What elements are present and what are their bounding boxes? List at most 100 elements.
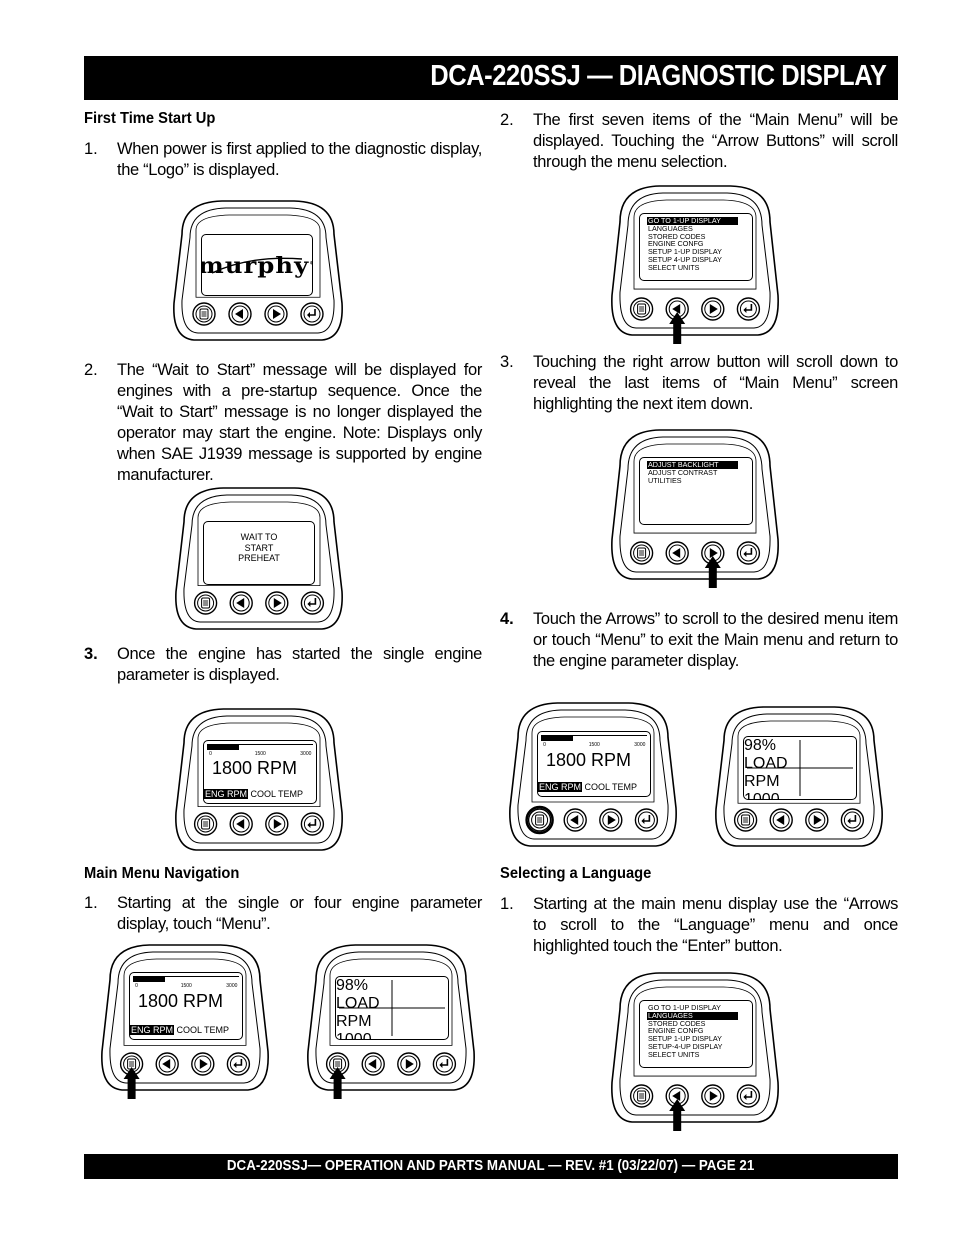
menu-item: UTILITIES [648, 475, 682, 485]
selected-parameter: ENG RPM [130, 1025, 175, 1035]
gauge-tick-label: 0 [209, 751, 212, 757]
menu-item: ENGINE CONFG [648, 239, 704, 249]
step-number: 1. [84, 140, 98, 158]
menu-item: SELECT UNITS [648, 262, 700, 272]
main-menu-step-4: 4. Touch the Arrows” to scroll to the de… [500, 609, 898, 673]
gauge-tick-label: 0 [135, 983, 138, 989]
display-device-wait: WAIT TO START PREHEAT [170, 485, 348, 633]
first-time-step-2: 2. The “Wait to Start” message will be d… [84, 360, 482, 484]
first-time-step-3: 3. Once the engine has started the singl… [84, 644, 482, 688]
step-number: 3. [84, 645, 98, 663]
step-text: When power is first applied to the diagn… [117, 140, 482, 179]
other-parameters: COOL TEMP [248, 789, 304, 799]
wait-message: WAIT TO START PREHEAT [238, 532, 280, 563]
parameter-selector: ENG RPM COOL TEMP [204, 789, 303, 799]
menu-item: STORED CODES [648, 231, 706, 241]
rpm-value: 1800 RPM [212, 758, 298, 779]
menu-item: SETUP-4-UP DISPLAY [648, 1041, 723, 1051]
menu-item-highlighted: GO TO 1-UP DISPLAY [647, 217, 738, 225]
rpm-bar-gauge [133, 976, 239, 983]
gauge-tick-label: 1500 [254, 751, 266, 757]
selected-parameter: ENG RPM [204, 789, 249, 799]
rpm-bar-fill [207, 745, 239, 750]
step-text: The first seven items of the “Main Menu”… [533, 111, 898, 171]
quad-value: 1000 RPM [336, 1031, 372, 1040]
section-heading-language: Selecting a Language [500, 865, 652, 882]
display-device-logo: murphy® [168, 198, 348, 344]
quad-value: 1000 RPM [744, 791, 780, 800]
murphy-logo: murphy® [201, 253, 312, 279]
quad-value: 98% [744, 737, 777, 754]
gauge-tick-label: 3000 [226, 983, 238, 989]
selected-parameter: ENG RPM [538, 782, 583, 792]
step-text: Once the engine has started the single e… [117, 645, 482, 684]
rpm-bar-gauge [541, 735, 647, 742]
display-screen: WAIT TO START PREHEAT [203, 521, 315, 585]
language-step-1: 1. Starting at the main menu display use… [500, 894, 898, 958]
menu-item: ADJUST CONTRAST [648, 467, 718, 477]
step-number: 3. [500, 353, 514, 371]
quad-divider-lines [339, 980, 445, 1036]
menu-item: ENGINE CONFG [648, 1026, 704, 1036]
gauge-tick-label: 0 [543, 742, 546, 748]
step-text: Touching the right arrow button will scr… [533, 353, 898, 413]
footer-bar: DCA-220SSJ— OPERATION AND PARTS MANUAL —… [84, 1154, 898, 1179]
step-text: Touch the Arrows” to scroll to the desir… [533, 610, 898, 670]
step-number: 2. [84, 361, 98, 379]
quad-divider-lines [747, 740, 853, 796]
page-title: DCA-220SSJ — DIAGNOSTIC DISPLAY [429, 60, 887, 92]
step-text: The “Wait to Start” message will be disp… [117, 361, 482, 484]
gauge-tick-label: 3000 [634, 742, 646, 748]
quad-value: 98% [336, 977, 369, 994]
gauge-tick-label: 1500 [180, 983, 192, 989]
rpm-bar-fill [133, 977, 165, 982]
other-parameters: COOL TEMP [174, 1025, 230, 1035]
menu-item: SELECT UNITS [648, 1049, 700, 1059]
rpm-value: 1800 RPM [546, 749, 632, 770]
gauge-tick-label: 3000 [300, 751, 312, 757]
menu-item: LANGUAGES [648, 223, 693, 233]
logo-swoosh-icon [211, 257, 303, 274]
section-heading-first-time: First Time Start Up [84, 110, 216, 127]
step-number: 4. [500, 610, 514, 628]
other-parameters: COOL TEMP [582, 782, 638, 792]
parameter-selector: ENG RPM COOL TEMP [538, 782, 637, 792]
main-menu-step-2: 2. The first seven items of the “Main Me… [500, 110, 898, 174]
step-number: 1. [500, 895, 514, 913]
main-menu-step-3: 3. Touching the right arrow button will … [500, 352, 898, 416]
menu-item: SETUP 4-UP DISPLAY [648, 254, 722, 264]
parameter-selector: ENG RPM COOL TEMP [130, 1025, 229, 1035]
footer-text: DCA-220SSJ— OPERATION AND PARTS MANUAL —… [227, 1158, 755, 1174]
step-text: Starting at the main menu display use th… [533, 895, 898, 955]
rpm-value: 1800 RPM [138, 991, 224, 1012]
menu-item: SETUP 1-UP DISPLAY [648, 247, 722, 257]
header-bar: DCA-220SSJ — DIAGNOSTIC DISPLAY [84, 56, 898, 100]
menu-item-highlighted: ADJUST BACKLIGHT [647, 461, 738, 469]
main-menu-step-1: 1. Starting at the single or four engine… [84, 893, 482, 937]
step-number: 1. [84, 894, 98, 912]
step-number: 2. [500, 111, 514, 129]
display-screen: murphy® [201, 234, 313, 296]
menu-item: STORED CODES [648, 1018, 706, 1028]
menu-item-highlighted: LANGUAGES [647, 1011, 738, 1020]
rpm-bar-fill [541, 736, 573, 741]
menu-item: SETUP 1-UP DISPLAY [648, 1034, 722, 1044]
